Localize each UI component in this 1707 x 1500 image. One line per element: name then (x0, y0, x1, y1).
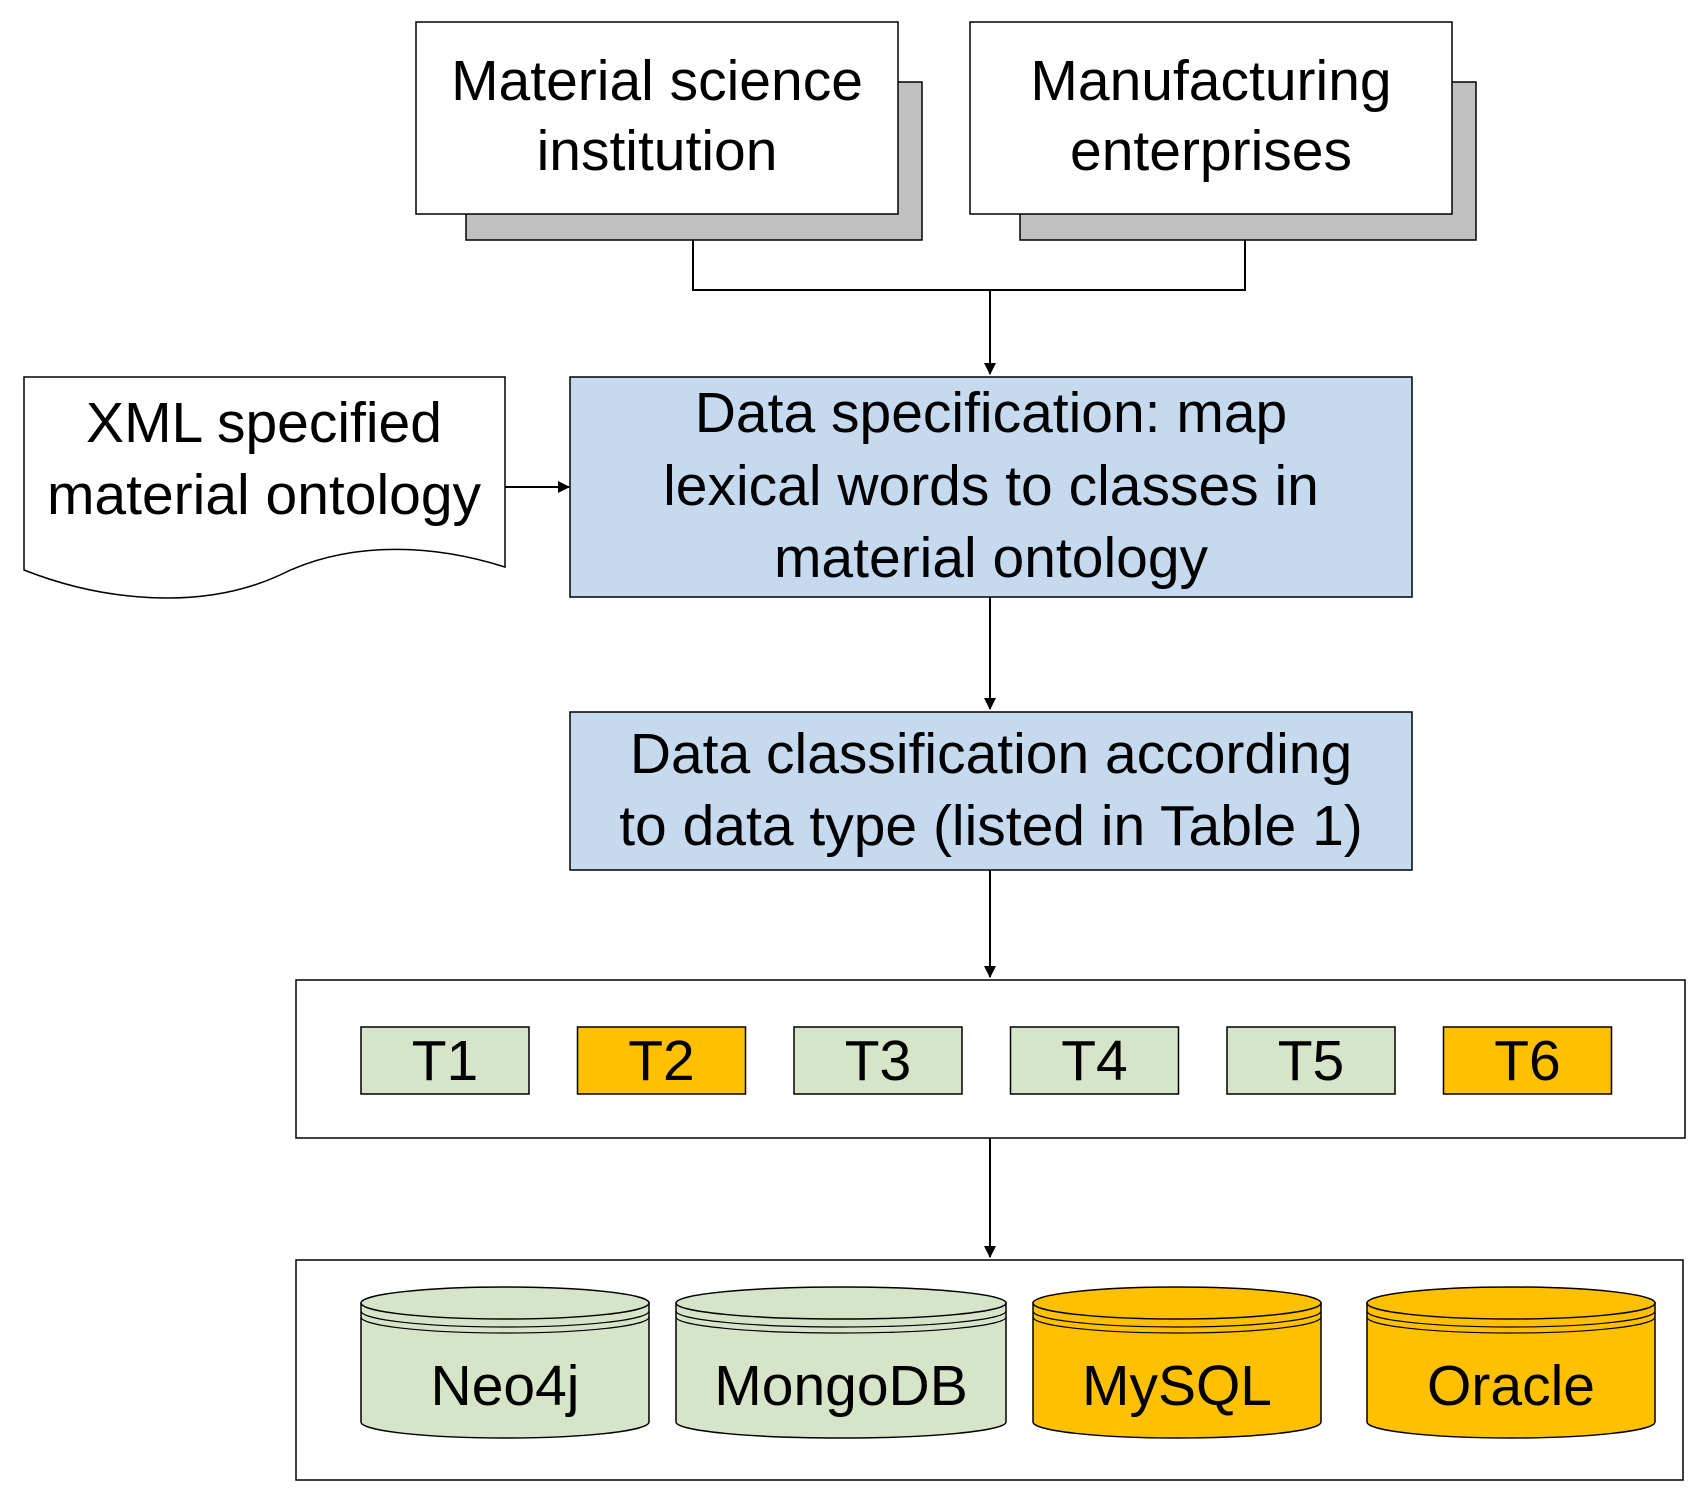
cylinder-top (1366, 1286, 1656, 1320)
databases-group: Neo4j MongoDB MySQL Oracle (360, 1286, 1656, 1439)
cylinder-body (675, 1302, 1007, 1439)
process-box (569, 711, 1413, 871)
cylinder-ring (675, 1316, 1007, 1334)
process-box (569, 376, 1413, 598)
type-box-t4: T4 (1009, 1026, 1180, 1095)
cylinder-ring (675, 1310, 1007, 1328)
process-label-line2: to data type (listed in Table 1) (619, 794, 1363, 858)
type-box-fill (1442, 1026, 1613, 1095)
cylinder-top (360, 1286, 650, 1320)
type-box-t6: T6 (1442, 1026, 1613, 1095)
type-label: T5 (1278, 1029, 1345, 1093)
type-box-fill (793, 1026, 963, 1095)
type-box-t2: T2 (576, 1026, 747, 1095)
source-label-line2: institution (537, 119, 778, 183)
process-label-line3: material ontology (774, 526, 1209, 590)
process-label-line1: Data classification according (630, 722, 1352, 786)
cylinder-ring (360, 1316, 650, 1334)
database-label: Oracle (1427, 1354, 1595, 1418)
database-label: Neo4j (431, 1354, 580, 1418)
document-shape (23, 376, 506, 599)
type-box-fill (1009, 1026, 1180, 1095)
source-box (969, 21, 1453, 215)
source-label-line2: enterprises (1070, 119, 1352, 183)
cylinder-body (360, 1302, 650, 1439)
database-mysql: MySQL (1032, 1286, 1322, 1439)
process-label-line2: lexical words to classes in (663, 454, 1319, 518)
cylinder-ring (1032, 1310, 1322, 1328)
type-box-t5: T5 (1226, 1026, 1396, 1095)
source-label-line1: Material science (451, 49, 863, 113)
cylinder-body (1366, 1302, 1656, 1439)
type-box-t3: T3 (793, 1026, 963, 1095)
process-label-line1: Data specification: map (695, 381, 1287, 445)
cylinder-top (675, 1286, 1007, 1320)
database-label: MySQL (1082, 1354, 1272, 1418)
source-material-science-institution: Material science institution (415, 21, 923, 241)
type-box-fill (1226, 1026, 1396, 1095)
cylinder-ring (1032, 1316, 1322, 1334)
database-label: MongoDB (714, 1354, 967, 1418)
types-group: T1 T2 T3 T4 T5 T6 (360, 1026, 1613, 1095)
database-mongodb: MongoDB (675, 1286, 1007, 1439)
source-box (415, 21, 899, 215)
type-box-fill (360, 1026, 530, 1095)
document-label-line1: XML specified (86, 391, 442, 455)
database-oracle: Oracle (1366, 1286, 1656, 1439)
type-box-fill (576, 1026, 747, 1095)
cylinder-top (1032, 1286, 1322, 1320)
merge-line (692, 240, 1246, 291)
merge-connector (692, 240, 1246, 375)
type-label: T2 (628, 1029, 695, 1093)
cylinder-ring (1366, 1316, 1656, 1334)
ontology-document: XML specified material ontology (23, 376, 506, 599)
cylinder-ring (1366, 1310, 1656, 1328)
data-classification-step: Data classification according to data ty… (569, 711, 1413, 871)
cylinder-ring (360, 1310, 650, 1328)
data-specification-step: Data specification: map lexical words to… (569, 376, 1413, 598)
cylinder-body (1032, 1302, 1322, 1439)
type-label: T4 (1061, 1029, 1128, 1093)
source-label-line1: Manufacturing (1030, 49, 1391, 113)
document-label-line2: material ontology (47, 463, 482, 527)
type-label: T6 (1494, 1029, 1561, 1093)
type-label: T3 (845, 1029, 912, 1093)
type-label: T1 (412, 1029, 479, 1093)
source-manufacturing-enterprises: Manufacturing enterprises (969, 21, 1477, 241)
type-box-t1: T1 (360, 1026, 530, 1095)
database-neo4j: Neo4j (360, 1286, 650, 1439)
